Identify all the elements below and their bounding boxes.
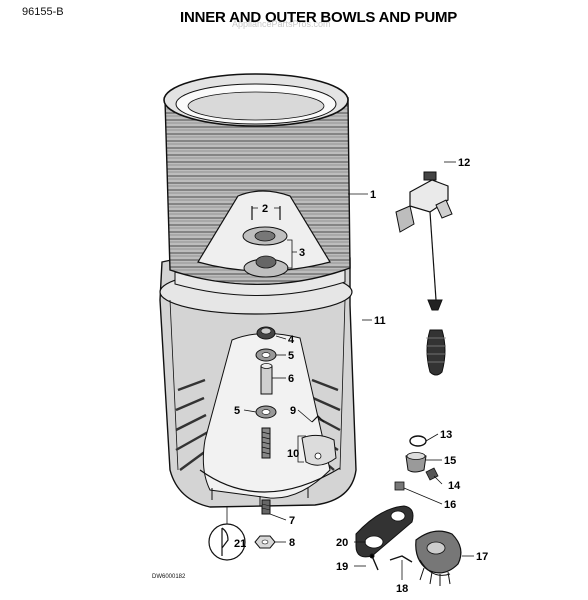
harness-clip	[389, 555, 413, 563]
drawing-code: DW6000182	[152, 574, 186, 580]
document-code: 96155-B	[22, 6, 64, 18]
callout-4: 4	[288, 334, 295, 346]
inner-bowl	[163, 73, 351, 296]
pump-motor	[415, 530, 462, 586]
callout-21: 21	[234, 538, 246, 550]
callout-2: 2	[262, 203, 268, 215]
pressure-switch-assembly	[395, 171, 453, 376]
screw	[369, 553, 379, 571]
callout-18: 18	[396, 583, 408, 595]
callout-10: 10	[287, 448, 299, 460]
callout-19: 19	[336, 561, 348, 573]
threaded-stud	[261, 427, 271, 459]
pump-plate	[355, 505, 414, 558]
shaft-tube	[260, 363, 273, 395]
watermark: AppliancePartsPros.com	[232, 19, 331, 29]
callout-1: 1	[370, 189, 376, 201]
callout-labels: 1 2 3 4 5 6 5 9 10 11 12 13 14 15 16 17 …	[234, 157, 488, 595]
diagram-title: INNER AND OUTER BOWLS AND PUMP	[180, 9, 458, 26]
nut	[254, 535, 276, 549]
callout-17: 17	[476, 551, 488, 563]
callout-8: 8	[289, 537, 295, 549]
callout-7: 7	[289, 515, 295, 527]
bracket	[301, 434, 337, 466]
callout-9: 9	[290, 405, 296, 417]
callout-13: 13	[440, 429, 452, 441]
callout-12: 12	[458, 157, 470, 169]
callout-20: 20	[336, 537, 348, 549]
drain-fitting	[261, 499, 271, 515]
o-ring	[409, 435, 427, 447]
callout-6: 6	[288, 373, 294, 385]
callout-14: 14	[448, 480, 461, 492]
bearing-upper	[255, 348, 277, 362]
callout-16: 16	[444, 499, 456, 511]
callout-3: 3	[299, 247, 305, 259]
callout-11: 11	[374, 315, 386, 327]
callout-5-upper: 5	[288, 350, 294, 362]
leader-lines	[243, 161, 474, 580]
callout-5-lower: 5	[234, 405, 240, 417]
clip	[311, 415, 325, 423]
seal-upper	[256, 326, 276, 340]
bearing-lower	[255, 405, 277, 419]
pump-fitting	[405, 452, 427, 473]
pump-gasket	[394, 481, 405, 491]
callout-15: 15	[444, 455, 456, 467]
pin-detail	[208, 507, 246, 561]
